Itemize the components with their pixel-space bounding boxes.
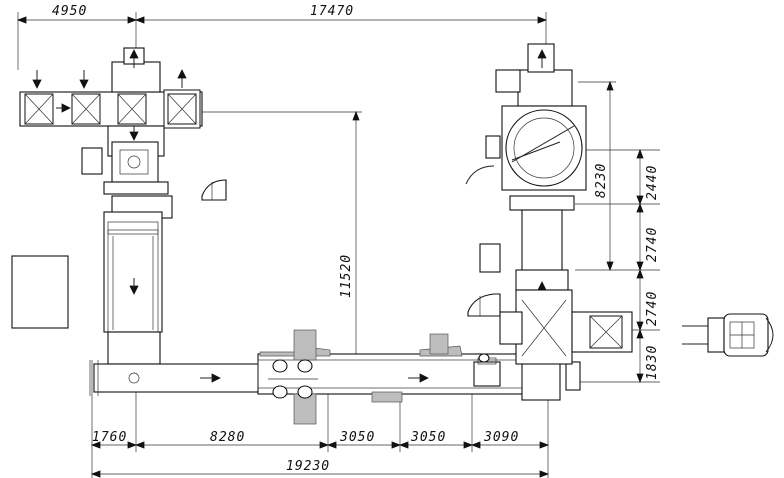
drive-unit-2 — [473, 353, 501, 387]
dim-2740-lower: 2740 — [645, 291, 660, 326]
dim-2740-upper: 2740 — [645, 227, 660, 262]
dim-17470: 17470 — [310, 4, 354, 19]
left-cabinet — [11, 255, 69, 329]
dim-11520: 11520 — [339, 254, 354, 298]
left-vertical-conveyor — [103, 211, 163, 365]
dimension-labels: 4950 17470 11520 8230 2440 2740 2740 183… — [52, 4, 660, 474]
dim-4950: 4950 — [52, 4, 87, 19]
bottom-conveyor — [89, 329, 581, 425]
dim-1830: 1830 — [645, 345, 660, 380]
dim-3050-b: 3050 — [410, 430, 446, 445]
right-transfer — [499, 289, 633, 365]
right-column-unit — [465, 43, 587, 300]
right-hoppers — [467, 243, 501, 317]
dim-8230: 8230 — [594, 163, 609, 198]
dimension-lines — [16, 12, 660, 478]
small-hopper-left — [201, 179, 227, 201]
dim-2440: 2440 — [645, 165, 660, 200]
dim-1760: 1760 — [92, 430, 127, 445]
dim-3090: 3090 — [483, 430, 519, 445]
forklift — [682, 313, 774, 357]
drive-unit-1 — [268, 359, 318, 399]
dim-19230: 19230 — [286, 459, 330, 474]
dim-8280: 8280 — [210, 430, 245, 445]
upper-left-conveyor — [19, 47, 203, 219]
dim-3050-a: 3050 — [339, 430, 375, 445]
